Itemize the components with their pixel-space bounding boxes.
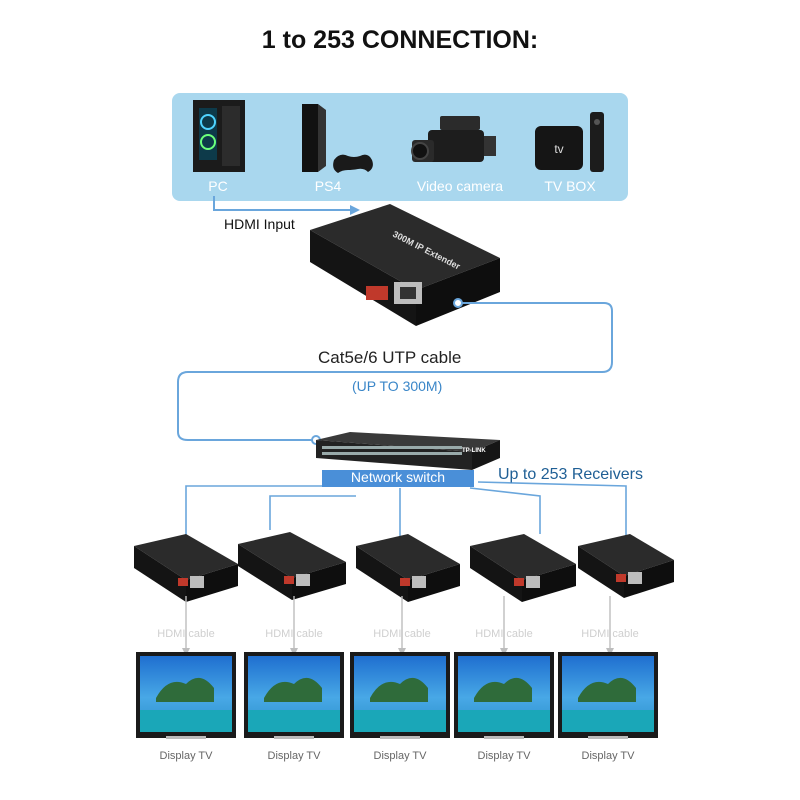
hdmi-cable-label: HDMI cable (373, 628, 431, 640)
source-label-pc: PC (208, 178, 228, 194)
source-label-video-camera: Video camera (416, 178, 504, 194)
video-camera-icon (411, 116, 496, 162)
page-title: 1 to 253 CONNECTION: (261, 26, 539, 54)
source-label-ps4: PS4 (314, 178, 342, 194)
hdmi-input-connector (213, 196, 360, 215)
hdmi-cable-label: HDMI cable (157, 628, 215, 640)
receiver-distribution-lines (185, 481, 627, 540)
source-label-tv-box: TV BOX (544, 178, 596, 194)
pc-tower-icon (193, 100, 245, 172)
network-switch-label: Network switch (350, 469, 446, 485)
hdmi-cable-label: HDMI cable (581, 628, 639, 640)
receivers-count-label: Up to 253 Receivers (498, 466, 643, 483)
hdmi-cable-label: HDMI cable (475, 628, 533, 640)
cable-label: Cat5e/6 UTP cable (318, 348, 462, 367)
display-tv-label: Display TV (581, 750, 635, 762)
ps4-console-icon (302, 104, 373, 173)
utp-cable-line (177, 298, 613, 445)
receiver-extender-icons (134, 532, 674, 602)
display-tv-label: Display TV (267, 750, 321, 762)
distance-label: (UP TO 300M) (352, 378, 443, 394)
network-switch-label-bar (322, 470, 474, 487)
display-tv-icons (136, 652, 658, 739)
display-tv-label: Display TV (159, 750, 213, 762)
svg-text:tv: tv (554, 142, 563, 156)
display-tv-label: Display TV (477, 750, 531, 762)
network-switch-icon (316, 432, 500, 470)
transmitter-extender-icon: 300M IP Extender (310, 204, 500, 326)
hdmi-cable-arrows (182, 596, 614, 656)
tv-box-icon: tv (535, 112, 604, 172)
display-tv-label: Display TV (373, 750, 427, 762)
switch-brand-label: TP-LINK (462, 448, 486, 454)
hdmi-cable-label: HDMI cable (265, 628, 323, 640)
hdmi-input-label: HDMI Input (224, 216, 295, 232)
